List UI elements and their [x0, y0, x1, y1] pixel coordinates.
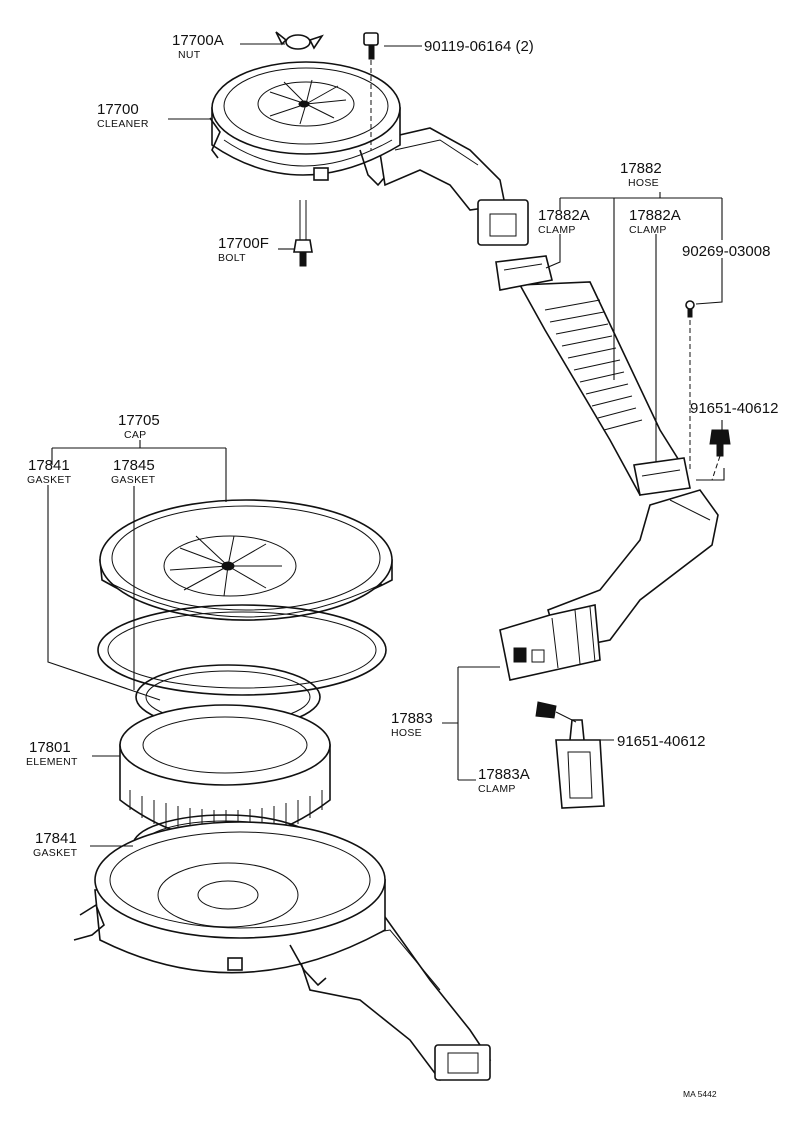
part-number: 17883A — [478, 766, 530, 783]
part-number: 17882 — [620, 160, 662, 177]
label-17700a: 17700A NUT — [172, 32, 224, 61]
part-number: 17700A — [172, 32, 224, 49]
screw-icon — [363, 32, 379, 60]
part-number: 17845 — [113, 457, 155, 474]
label-17700: 17700 CLEANER — [97, 101, 149, 130]
label-17700f: 17700F BOLT — [218, 235, 269, 264]
part-name: CLEANER — [97, 118, 149, 130]
part-name: CAP — [124, 429, 147, 441]
part-name: ELEMENT — [26, 756, 78, 768]
screw-icon — [535, 701, 577, 723]
part-number: 17841 — [35, 830, 77, 847]
leader-lines — [47, 43, 725, 847]
part-name: GASKET — [33, 847, 78, 859]
label-17883a: 17883A CLAMP — [478, 766, 530, 795]
part-number: 17700F — [218, 235, 269, 252]
drawing-code: MA 5442 — [683, 1089, 717, 1099]
part-number: 90119-06164 (2) — [424, 38, 534, 55]
hose-17882 — [495, 255, 691, 497]
part-name: CLAMP — [478, 783, 516, 795]
clamp-17883a — [555, 719, 605, 809]
label-17883: 17883 HOSE — [391, 710, 433, 739]
part-name: GASKET — [27, 474, 72, 486]
part-name: HOSE — [391, 727, 422, 739]
part-name: BOLT — [218, 252, 246, 264]
part-number: 17801 — [29, 739, 71, 756]
bolt-icon — [293, 200, 313, 267]
part-name: GASKET — [111, 474, 156, 486]
label-17882a-right: 17882A CLAMP — [629, 207, 681, 236]
part-number: 91651-40612 — [690, 400, 778, 417]
label-17882a-left: 17882A CLAMP — [538, 207, 590, 236]
label-17705: 17705 CAP — [118, 412, 160, 441]
screw-icon — [709, 429, 731, 457]
label-17845: 17845 GASKET — [111, 457, 156, 486]
part-number: 90269-03008 — [682, 243, 770, 260]
label-17882: 17882 HOSE — [620, 160, 662, 189]
part-number: 17705 — [118, 412, 160, 429]
part-number: 17883 — [391, 710, 433, 727]
gasket-17841-upper — [97, 604, 387, 696]
part-name: HOSE — [628, 177, 659, 189]
cap-17705 — [99, 499, 393, 621]
part-name: CLAMP — [629, 224, 667, 236]
label-17841-lower: 17841 GASKET — [33, 830, 78, 859]
label-17801: 17801 ELEMENT — [26, 739, 78, 768]
part-number: 17700 — [97, 101, 139, 118]
part-number: 17882A — [538, 207, 590, 224]
hose-17883 — [499, 489, 719, 681]
air-cleaner-assembly-top — [209, 61, 529, 246]
part-name: CLAMP — [538, 224, 576, 236]
pin-icon — [685, 300, 695, 318]
part-number: 91651-40612 — [617, 733, 705, 750]
element-17801 — [119, 704, 331, 841]
label-17841-upper: 17841 GASKET — [27, 457, 72, 486]
part-number: 17841 — [28, 457, 70, 474]
wing-nut-icon — [275, 31, 324, 50]
part-name: NUT — [178, 49, 201, 61]
part-number: 17882A — [629, 207, 681, 224]
cleaner-base — [73, 821, 492, 1081]
